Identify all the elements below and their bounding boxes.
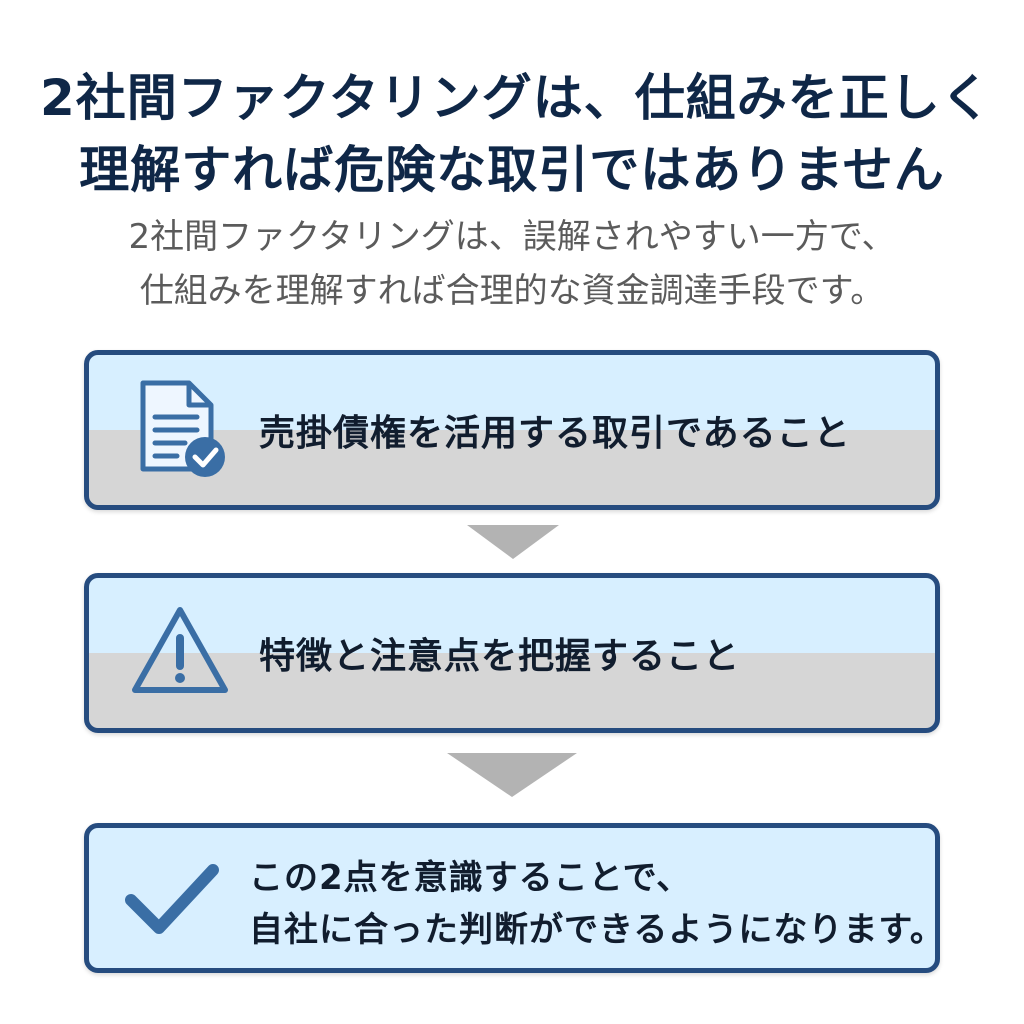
step-text-conclusion: この2点を意識することで、 自社に合った判断ができるようになります。	[249, 852, 940, 956]
step-card-caution: 特徴と注意点を把握すること	[84, 573, 940, 733]
step-card-conclusion: この2点を意識することで、 自社に合った判断ができるようになります。	[84, 823, 940, 973]
step-card-receivables: 売掛債権を活用する取引であること	[84, 350, 940, 510]
step-text-conclusion-line-1: この2点を意識することで、	[249, 858, 692, 898]
page-title-line-2: 理解すれば危険な取引ではありません	[79, 141, 945, 199]
warning-icon	[125, 598, 235, 708]
document-check-icon	[125, 375, 235, 485]
step-text-conclusion-line-2: 自社に合った判断ができるようになります。	[249, 910, 940, 950]
page-title: 2社間ファクタリングは、仕組みを正しく 理解すれば危険な取引ではありません	[40, 62, 992, 206]
page-title-line-1: 2社間ファクタリングは、仕組みを正しく	[40, 69, 992, 127]
checkmark-icon	[121, 848, 221, 948]
step-text-receivables: 売掛債権を活用する取引であること	[259, 413, 851, 454]
step-text-caution: 特徴と注意点を把握すること	[259, 636, 741, 677]
page-subtitle-line-1: 2社間ファクタリングは、誤解されやすい一方で、	[128, 217, 896, 257]
page-subtitle-line-2: 仕組みを理解すれば合理的な資金調達手段です。	[139, 271, 885, 311]
page-subtitle: 2社間ファクタリングは、誤解されやすい一方で、 仕組みを理解すれば合理的な資金調…	[40, 210, 984, 318]
